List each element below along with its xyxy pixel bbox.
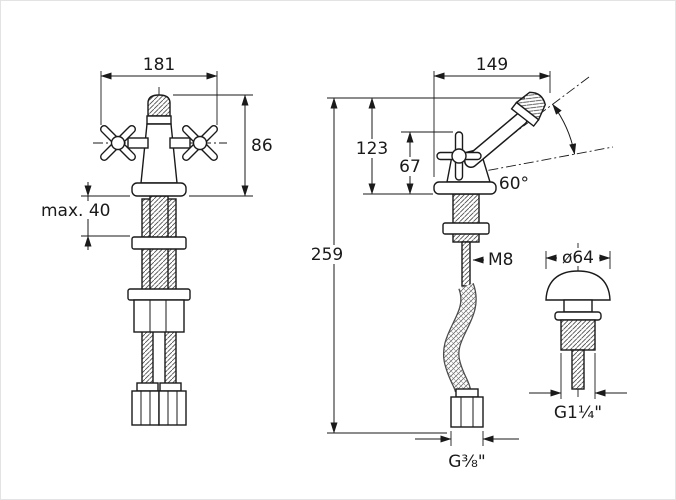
- dim-waste-diameter: ø64: [545, 248, 611, 269]
- front-left-cross-handle: [100, 125, 136, 161]
- leader-m8: M8: [472, 250, 513, 270]
- front-hose-nut: [158, 390, 187, 426]
- dim-depth-149: 149: [433, 55, 551, 177]
- front-hose-nut: [131, 390, 160, 426]
- dim-label-waste-diameter: ø64: [562, 248, 594, 268]
- front-right-cross-handle: [182, 125, 218, 161]
- waste-dome-cap: [545, 270, 611, 301]
- dim-label-total-height: 259: [311, 245, 343, 265]
- side-handle-hub: [451, 148, 467, 164]
- front-spout-band: [146, 115, 172, 125]
- front-left-handle-stem: [127, 137, 149, 149]
- dim-label-waste-thread: G1¼": [554, 403, 602, 423]
- side-spray-head: [510, 91, 547, 128]
- dim-spout-height-123: 123: [351, 97, 393, 195]
- dim-hose-thread: G⅜": [415, 431, 519, 472]
- dim-height-86: 86: [173, 94, 273, 197]
- dim-label-depth: 149: [476, 55, 508, 75]
- front-clamp-washer: [131, 236, 187, 250]
- front-body: [140, 123, 178, 184]
- front-view: 181 86 max. 40: [37, 55, 273, 426]
- dim-waste-thread: G1¼": [529, 353, 627, 423]
- dim-max-deck-40: max. 40: [37, 182, 130, 250]
- waste-threaded-body: [560, 319, 596, 351]
- dim-label-hose-thread: G⅜": [448, 452, 485, 472]
- front-spout-outlet: [147, 94, 171, 117]
- dim-label-max-deck: max. 40: [41, 201, 110, 221]
- waste-threaded-rod: [571, 349, 585, 390]
- dim-label-spout-height: 123: [356, 139, 388, 159]
- side-fixing-stud: [461, 241, 471, 287]
- front-right-handle-stem: [169, 137, 191, 149]
- dim-label-width: 181: [143, 55, 175, 75]
- side-base-flange: [433, 181, 497, 195]
- waste-stem: [563, 299, 593, 313]
- side-threaded-shank: [452, 193, 480, 243]
- dim-label-swivel-angle: 60°: [499, 174, 529, 194]
- side-hose-collar: [455, 388, 479, 398]
- side-view: 60° 149: [304, 55, 614, 472]
- dim-label-height: 86: [251, 136, 273, 156]
- front-base-flange: [131, 182, 187, 197]
- dim-label-handle-height: 67: [399, 157, 421, 177]
- side-hose: [444, 283, 476, 393]
- dim-total-height-259: 259: [304, 97, 350, 434]
- front-horseshoe-plate: [127, 288, 191, 301]
- waste-flange: [554, 311, 602, 321]
- front-hose-collar: [159, 382, 182, 392]
- waste-view: ø64 G1¼": [529, 243, 627, 423]
- dim-handle-height-67: 67: [395, 131, 453, 195]
- dim-label-stud-thread: M8: [488, 250, 513, 270]
- side-clamp-washer: [442, 222, 490, 235]
- side-hose-nut: [450, 396, 484, 428]
- side-swivel-arc: [552, 103, 577, 155]
- front-fixing-nut: [133, 299, 185, 333]
- front-hose-collar: [136, 382, 159, 392]
- dim-width-181: 181: [100, 55, 218, 125]
